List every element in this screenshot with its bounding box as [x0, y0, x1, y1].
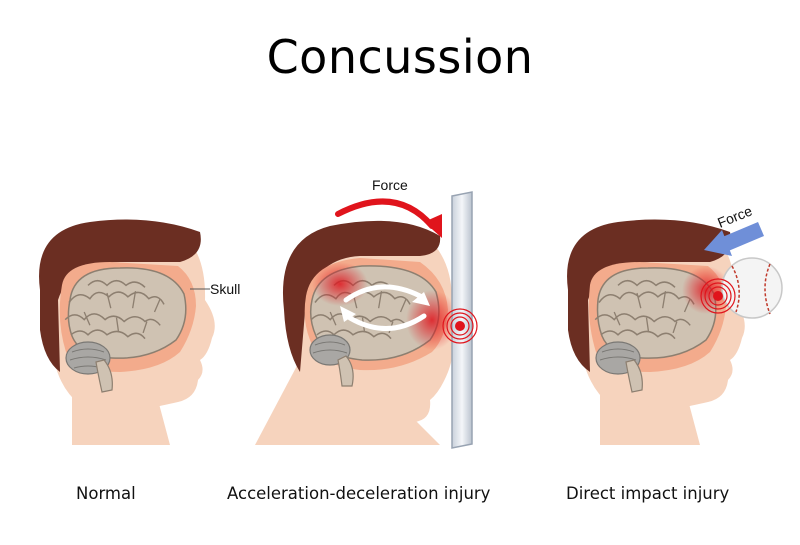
direct-impact-head [567, 219, 745, 445]
force-label-middle: Force [372, 177, 408, 193]
wall-shape [451, 191, 473, 449]
brainstem-shape [95, 359, 113, 393]
caption-normal: Normal [76, 484, 136, 503]
page-title: Concussion [266, 30, 534, 84]
hair-shape [282, 220, 441, 372]
baseball-icon [721, 257, 783, 319]
motion-arrow-forward [343, 284, 423, 303]
impact-rings-middle [442, 308, 478, 344]
brain-shape [67, 267, 187, 359]
force-arrow-middle [335, 198, 435, 229]
neck-shape [255, 360, 440, 445]
force-arrow-right [704, 222, 764, 256]
caption-direct: Direct impact injury [566, 484, 730, 503]
acceleration-head [255, 220, 458, 445]
hair-shape [39, 219, 201, 372]
motion-arrow-back [347, 313, 427, 331]
impact-rings-right [700, 278, 736, 314]
brainstem-shape [625, 359, 643, 393]
normal-head [39, 219, 215, 445]
contrecoup-bruise [312, 262, 368, 306]
brainstem-shape [337, 355, 354, 387]
caption-acceleration: Acceleration-deceleration injury [227, 484, 491, 503]
skull-label: Skull [210, 281, 240, 297]
hair-shape [567, 219, 731, 372]
